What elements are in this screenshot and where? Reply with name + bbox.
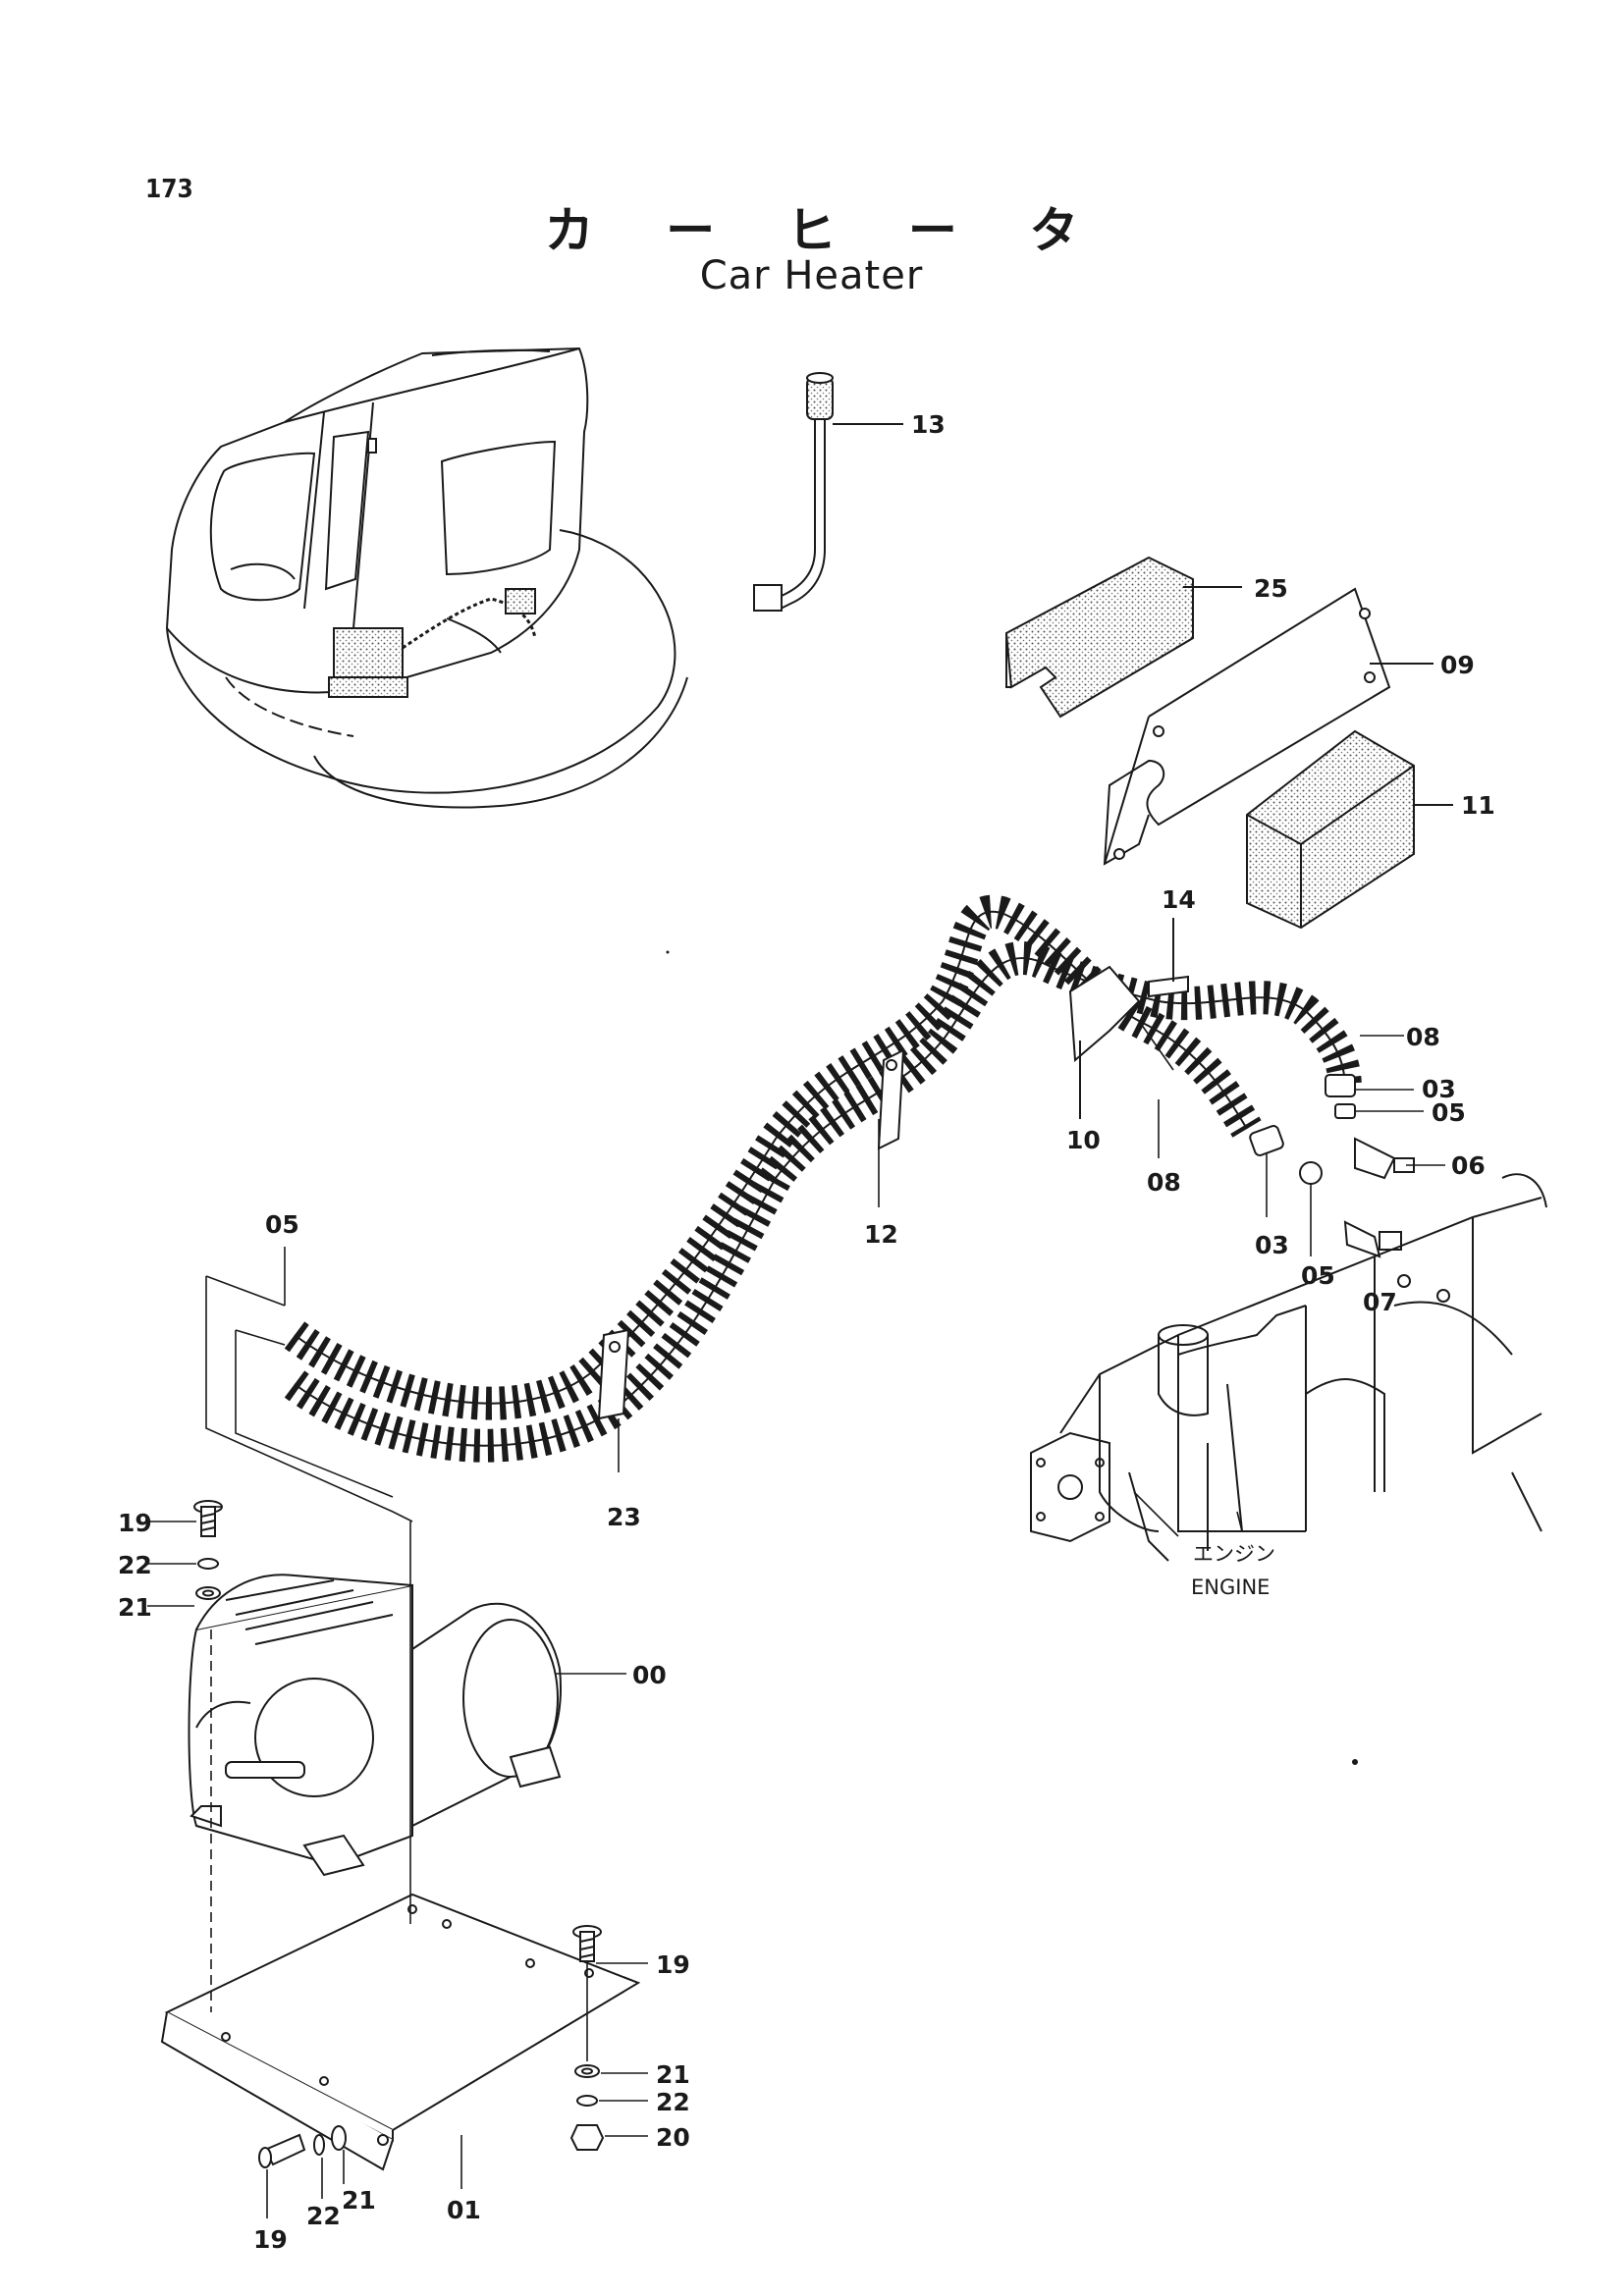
hose-fittings-engine-side bbox=[1249, 1074, 1415, 1258]
speck bbox=[666, 950, 670, 954]
part-09-plate bbox=[1103, 587, 1434, 866]
callout-03-lower: 03 bbox=[1255, 1231, 1289, 1259]
part-00-heater-unit bbox=[188, 1574, 562, 1877]
callout-12: 12 bbox=[864, 1220, 898, 1249]
callout-13: 13 bbox=[911, 410, 946, 439]
callout-22-upper: 22 bbox=[118, 1551, 152, 1579]
callout-23: 23 bbox=[607, 1503, 641, 1531]
fasteners bbox=[193, 1500, 605, 2168]
callout-05-upper: 05 bbox=[1432, 1098, 1466, 1127]
title-japanese: カ ー ヒ ー タ bbox=[544, 202, 1107, 259]
callout-19-upper: 19 bbox=[118, 1509, 152, 1537]
hose-brackets bbox=[597, 918, 1189, 1420]
part-11-foam-block bbox=[1246, 729, 1453, 930]
leader-lines bbox=[147, 1035, 1445, 2218]
callout-22-right: 22 bbox=[656, 2088, 690, 2116]
engine-labels: エンジン ENGINE bbox=[1191, 1542, 1275, 1599]
engine-illustration bbox=[1030, 1173, 1547, 1562]
callout-11: 11 bbox=[1461, 791, 1495, 820]
callout-08-lower: 08 bbox=[1147, 1168, 1181, 1197]
callout-21-upper: 21 bbox=[118, 1593, 152, 1622]
engine-label-english: ENGINE bbox=[1191, 1575, 1270, 1599]
callout-09: 09 bbox=[1440, 651, 1475, 679]
assembly-reference-lines bbox=[205, 1020, 1174, 2061]
callout-05-left: 05 bbox=[265, 1210, 299, 1239]
callout-01: 01 bbox=[447, 2196, 481, 2224]
callout-00: 00 bbox=[632, 1661, 667, 1689]
callout-19-bottom: 19 bbox=[253, 2225, 288, 2254]
callout-03-upper: 03 bbox=[1422, 1075, 1456, 1103]
title-english: Car Heater bbox=[699, 253, 924, 298]
callout-14: 14 bbox=[1162, 885, 1196, 914]
callout-20: 20 bbox=[656, 2123, 690, 2152]
part-25-foam-pad bbox=[1004, 556, 1242, 719]
callout-08-upper: 08 bbox=[1406, 1023, 1440, 1051]
engine-label-japanese: エンジン bbox=[1193, 1542, 1275, 1566]
callout-07: 07 bbox=[1363, 1288, 1397, 1316]
callout-19-right: 19 bbox=[656, 1950, 690, 1979]
callout-21-bottom: 21 bbox=[342, 2186, 376, 2215]
part-01-base-plate bbox=[160, 1893, 641, 2171]
callout-05-lower: 05 bbox=[1301, 1261, 1335, 1290]
excavator-cab-illustration bbox=[165, 347, 688, 809]
callout-06: 06 bbox=[1451, 1151, 1486, 1180]
part-13-sensor bbox=[753, 372, 903, 612]
speck bbox=[1352, 1759, 1358, 1765]
callout-25: 25 bbox=[1254, 574, 1288, 603]
callout-21-right: 21 bbox=[656, 2060, 690, 2089]
callout-10: 10 bbox=[1066, 1126, 1101, 1154]
callout-22-bottom: 22 bbox=[306, 2202, 341, 2230]
page-number: 173 bbox=[145, 175, 193, 204]
callout-labels: 13 25 09 11 14 08 03 05 10 06 08 12 03 0… bbox=[118, 410, 1495, 2254]
